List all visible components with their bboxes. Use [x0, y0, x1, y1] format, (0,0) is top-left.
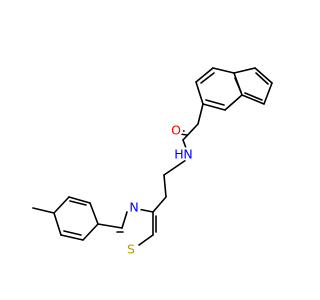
ethyl-chain — [152, 159, 187, 213]
molecule-structure: O N H N S — [32, 67, 273, 257]
atom-label-s: S — [124, 242, 138, 257]
sulfur-label: S — [127, 242, 135, 257]
atom-label-nh: N H — [174, 147, 195, 162]
nitrogen-label: N — [183, 147, 192, 162]
atom-label-o: O — [169, 123, 183, 138]
naphthalene-ring — [195, 67, 273, 111]
oxygen-label: O — [171, 123, 181, 138]
atom-label-n-thiazole: N — [127, 200, 141, 215]
hydrogen-label: H — [174, 147, 183, 162]
tolyl-ring — [32, 196, 123, 241]
thiazole-nitrogen-label: N — [129, 200, 138, 215]
